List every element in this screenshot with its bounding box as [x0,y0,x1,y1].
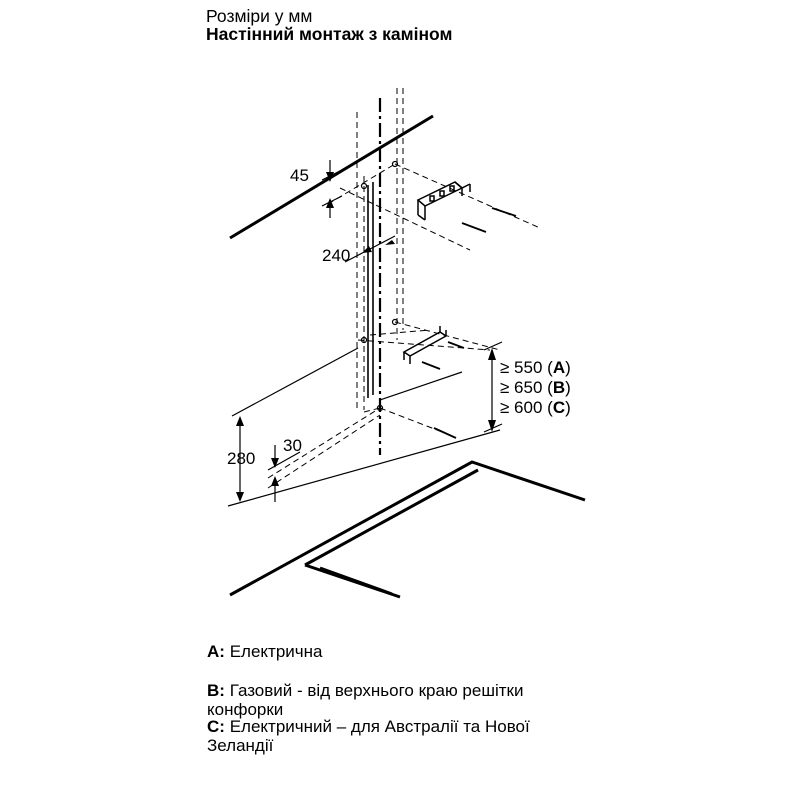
clearance-a: ≥ 550 (A) [500,358,571,378]
cooktop [229,460,586,599]
dim-280-label: 280 [227,449,256,468]
legend-item-a: A: Електрична [207,642,587,661]
chimney-outline [356,88,404,410]
clearance-a-suffix: ) [565,358,571,377]
mounting-title: Настінний монтаж з каміном [206,24,453,44]
dim-240-label: 240 [322,246,351,265]
clearance-c: ≥ 600 (C) [500,398,571,418]
middle-screws [421,341,465,370]
legend-key-a: A: [207,642,225,661]
clearance-c-prefix: ≥ 600 ( [500,398,553,417]
middle-projection [357,321,501,351]
clearance-c-key: C [552,398,566,417]
dim-30-label: 30 [283,436,302,455]
upper-projection [327,163,541,251]
clearance-a-prefix: ≥ 550 ( [500,358,553,377]
legend-text-c: Електричний – для Австралії та Нової Зел… [207,717,530,755]
middle-bracket [402,326,448,364]
clearance-b: ≥ 650 (B) [500,378,571,398]
chimney-inner [367,182,374,398]
legend-key-c: C: [207,717,225,736]
dim-45-label: 45 [290,166,309,185]
upper-screws [461,207,517,233]
clearance-b-suffix: ) [565,378,571,397]
hood-body [227,347,501,507]
clearance-b-prefix: ≥ 650 ( [500,378,553,397]
clearance-b-key: B [552,378,566,397]
legend-text-a: Електрична [229,642,323,661]
legend-item-c: C: Електричний – для Австралії та Нової … [207,717,587,755]
screw-points [360,160,399,412]
units-caption: Розміри у мм [206,6,313,26]
clearance-a-key: A [552,358,566,377]
legend-text-b: Газовий - від верхнього краю решітки кон… [207,681,524,719]
upper-bracket [416,181,471,221]
legend-key-b: B: [207,681,225,700]
clearance-c-suffix: ) [565,398,571,417]
lower-screw [433,427,457,439]
legend-item-b: B: Газовий - від верхнього краю решітки … [207,681,587,719]
dim-45-marker [321,160,351,218]
